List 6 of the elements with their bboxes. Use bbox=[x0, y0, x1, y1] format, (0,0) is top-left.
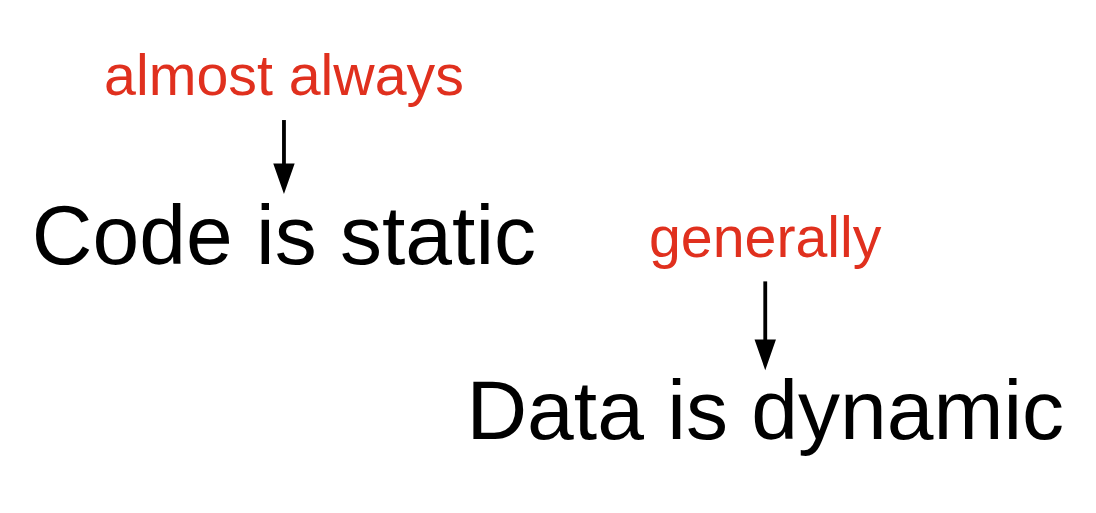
node-text: generally bbox=[649, 204, 882, 269]
arrow bbox=[273, 120, 295, 195]
arrow bbox=[754, 281, 776, 371]
node-text: Code is static bbox=[31, 187, 537, 282]
node-text: Data is dynamic bbox=[466, 363, 1065, 458]
node-text: almost always bbox=[104, 43, 464, 108]
